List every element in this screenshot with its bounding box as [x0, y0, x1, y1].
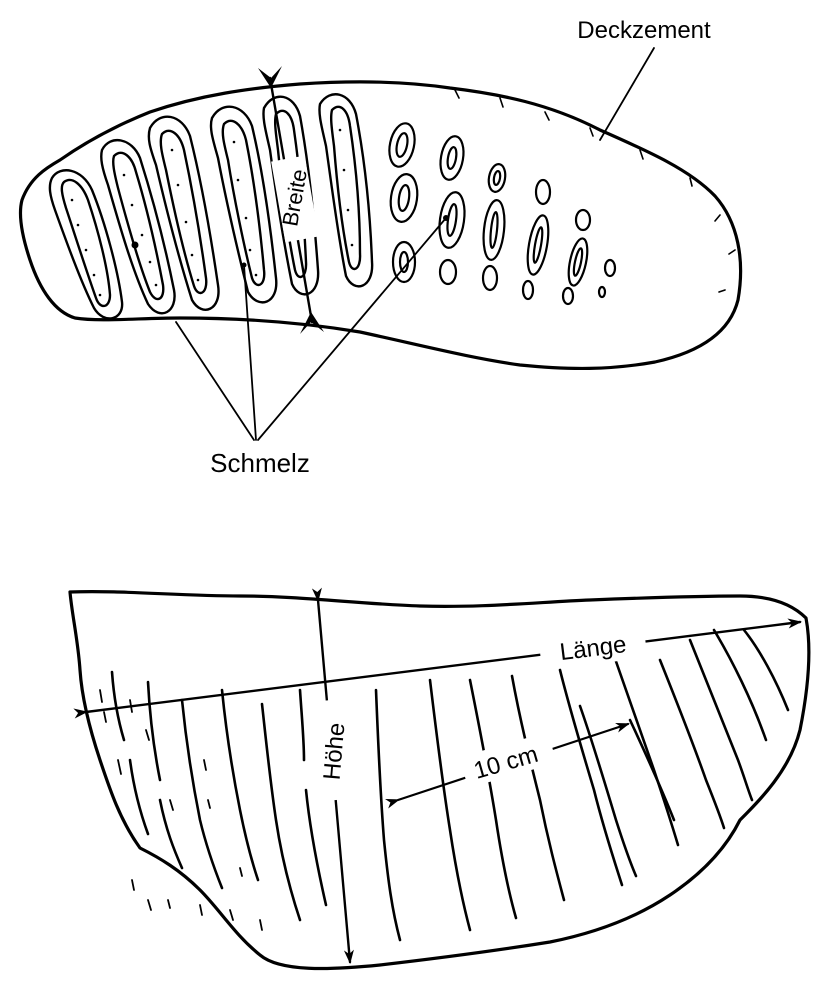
schmelz-label: Schmelz — [210, 448, 310, 478]
hoehe-measure: Höhe — [312, 600, 357, 962]
laenge-arrow — [86, 622, 800, 712]
lateral-outline — [70, 592, 809, 969]
schmelz-callout: Schmelz — [176, 218, 446, 478]
breite-measure: Breite — [258, 66, 324, 334]
schmelz-leader-1 — [176, 322, 254, 440]
schmelz-leader-2 — [244, 265, 256, 440]
lamella-lines — [112, 630, 788, 940]
occlusal-view: Breite Deckzement Schmelz — [20, 17, 740, 478]
deckzement-callout: Deckzement — [577, 17, 711, 140]
enamel-rings — [386, 121, 615, 304]
deckzement-leader — [600, 48, 654, 140]
deckzement-label: Deckzement — [577, 17, 711, 44]
lateral-view: Länge Höhe 10 cm — [70, 592, 809, 969]
laenge-measure: Länge — [86, 622, 800, 712]
hoehe-label: Höhe — [319, 722, 351, 782]
wear-marks — [100, 690, 262, 930]
enamel-plates — [50, 94, 372, 318]
